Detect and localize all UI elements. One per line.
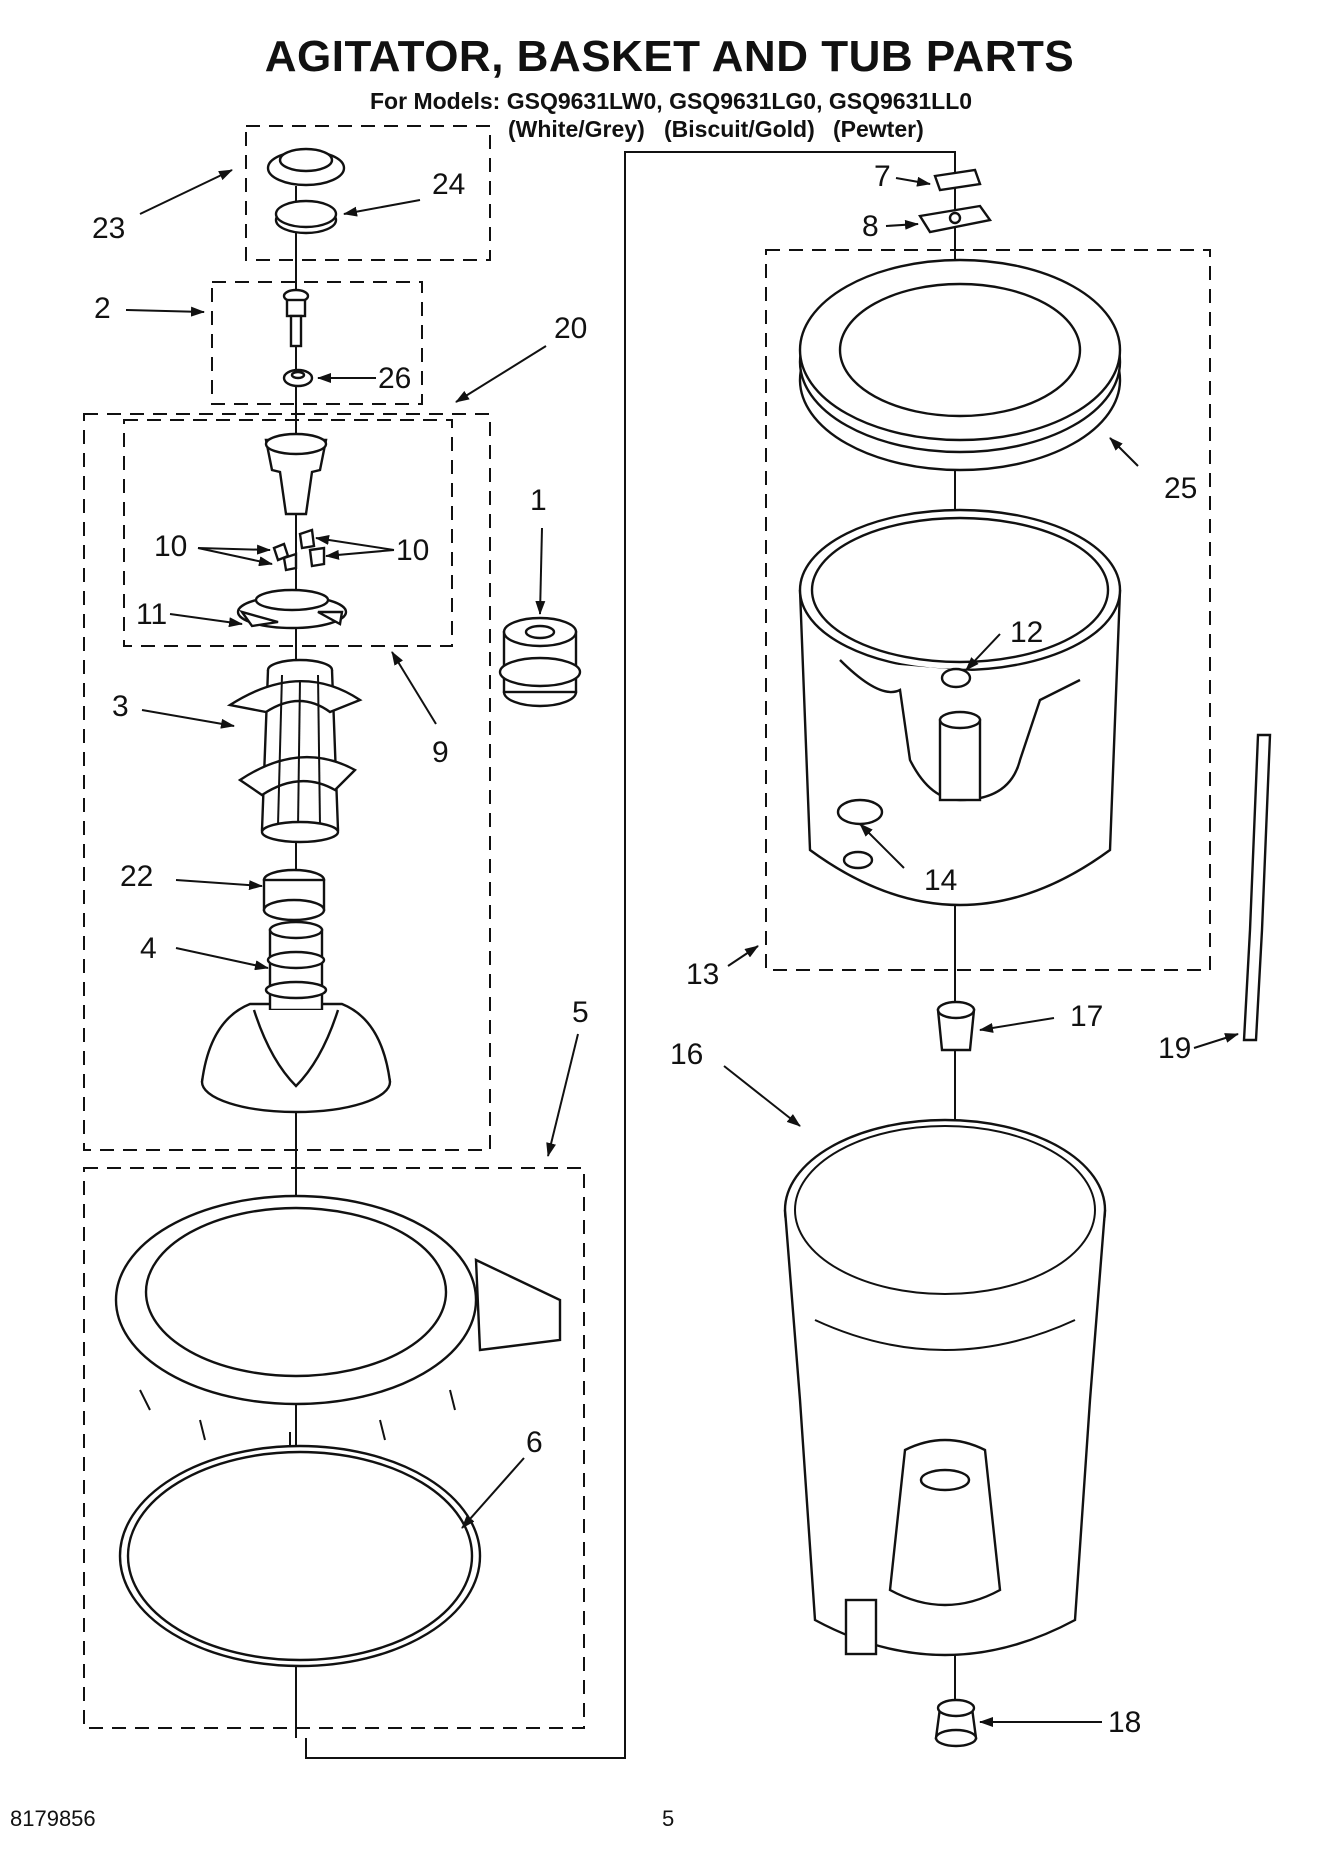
drain-plug-18 (934, 1698, 978, 1748)
callout-14: 14 (924, 864, 957, 897)
callout-10-right: 10 (396, 534, 429, 567)
callout-7: 7 (874, 160, 891, 193)
hose-19 (1242, 733, 1272, 1042)
callout-12: 12 (1010, 616, 1043, 649)
callout-5: 5 (572, 996, 589, 1029)
group-box-cap-9 (123, 419, 453, 647)
agitator-cap-23 (266, 147, 346, 187)
group-box-basket-13 (765, 249, 1211, 971)
callout-26: 26 (378, 362, 411, 395)
callout-13: 13 (686, 958, 719, 991)
callout-25: 25 (1164, 472, 1197, 505)
agitator-base-4 (200, 920, 392, 1114)
callout-2: 2 (94, 292, 111, 325)
callout-4: 4 (140, 932, 157, 965)
callout-1: 1 (530, 484, 547, 517)
bearing-17 (936, 1000, 976, 1052)
callout-16: 16 (670, 1038, 703, 1071)
callout-20: 20 (554, 312, 587, 345)
tub-ring-5 (114, 1194, 562, 1452)
callout-18: 18 (1108, 1706, 1141, 1739)
callout-9: 9 (432, 736, 449, 769)
bolt-2 (282, 288, 310, 348)
group-box-2-26 (211, 281, 423, 405)
document-number: 8179856 (10, 1806, 96, 1831)
clip-8 (918, 204, 993, 234)
variant-white-grey: (White/Grey) (508, 116, 645, 142)
ratchet-22 (262, 868, 326, 922)
callout-17: 17 (1070, 1000, 1103, 1033)
callout-3: 3 (112, 690, 129, 723)
cap-ring-24 (274, 199, 338, 235)
callout-10-left: 10 (154, 530, 187, 563)
seal-1 (498, 616, 582, 708)
callout-8: 8 (862, 210, 879, 243)
balance-ring-25 (798, 258, 1122, 472)
washer-26 (282, 368, 314, 388)
variant-pewter: (Pewter) (833, 116, 924, 142)
auger-3 (226, 658, 363, 844)
callout-11: 11 (136, 598, 167, 631)
group-box-tub-ring-5 (83, 1167, 585, 1729)
page-number: 5 (662, 1806, 675, 1831)
callout-19: 19 (1158, 1032, 1191, 1065)
cam-ring-11 (236, 588, 348, 630)
callout-arrows (125, 169, 1239, 1727)
group-box-23-24 (245, 125, 491, 261)
basket-13 (798, 508, 1122, 907)
models-line: For Models: GSQ9631LW0, GSQ9631LG0, GSQ9… (370, 88, 973, 114)
variant-biscuit-gold: (Biscuit/Gold) (664, 116, 815, 142)
callout-23: 23 (92, 212, 125, 245)
clip-7 (933, 168, 982, 192)
group-box-agitator-20 (83, 413, 491, 1151)
callout-22: 22 (120, 860, 153, 893)
tub-16 (783, 1118, 1107, 1657)
agitator-cam-assembly (264, 432, 328, 572)
nut-12 (940, 667, 972, 689)
page-title: AGITATOR, BASKET AND TUB PARTS (264, 32, 1075, 81)
plug-14 (836, 798, 884, 870)
callout-24: 24 (432, 168, 465, 201)
gasket-6 (118, 1444, 482, 1668)
callout-6: 6 (526, 1426, 543, 1459)
